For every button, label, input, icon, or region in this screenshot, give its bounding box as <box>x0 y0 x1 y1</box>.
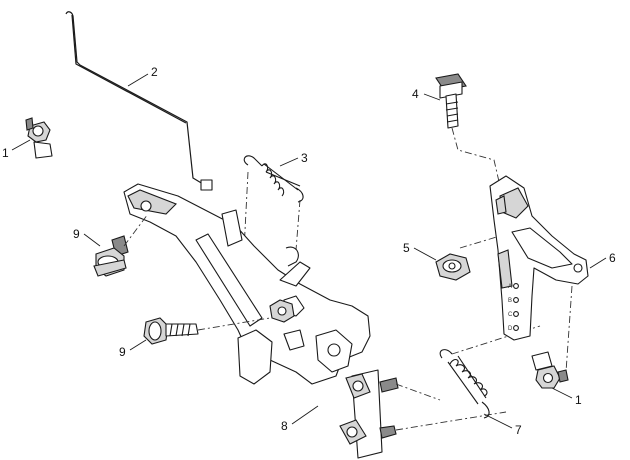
callout-1-right: 1 <box>575 393 582 407</box>
extension-spring-bottom <box>439 325 541 419</box>
flange-bolt-horizontal <box>143 317 271 345</box>
lower-mount-block <box>339 369 507 459</box>
control-bracket-plate <box>123 183 371 385</box>
slot-mark-b: B <box>508 298 512 304</box>
slot-mark-a: A <box>508 284 512 290</box>
leader-lines <box>11 73 607 429</box>
callout-9-top: 9 <box>73 227 80 241</box>
callout-4: 4 <box>412 87 419 101</box>
callout-3: 3 <box>301 151 308 165</box>
callout-6: 6 <box>609 251 616 265</box>
callout-9-bottom: 9 <box>119 345 126 359</box>
governor-bracket: A B C D <box>489 175 589 373</box>
t-bolt <box>435 73 501 187</box>
callout-labels: 1 2 3 4 5 6 7 8 9 9 1 <box>2 65 616 437</box>
callout-5: 5 <box>403 241 410 255</box>
slot-mark-c: C <box>508 312 513 318</box>
flange-nut <box>435 235 501 281</box>
callout-8: 8 <box>281 419 288 433</box>
callout-1-left: 1 <box>2 146 9 160</box>
wire-clip-right <box>531 351 569 389</box>
flange-bolt-upright <box>93 213 149 277</box>
wire-clip-left <box>25 117 53 159</box>
callout-2: 2 <box>151 65 158 79</box>
bracket-nut <box>269 299 295 323</box>
extension-spring-top <box>243 155 304 251</box>
control-rod <box>65 11 213 191</box>
callout-7: 7 <box>515 423 522 437</box>
slot-mark-d: D <box>508 326 513 332</box>
